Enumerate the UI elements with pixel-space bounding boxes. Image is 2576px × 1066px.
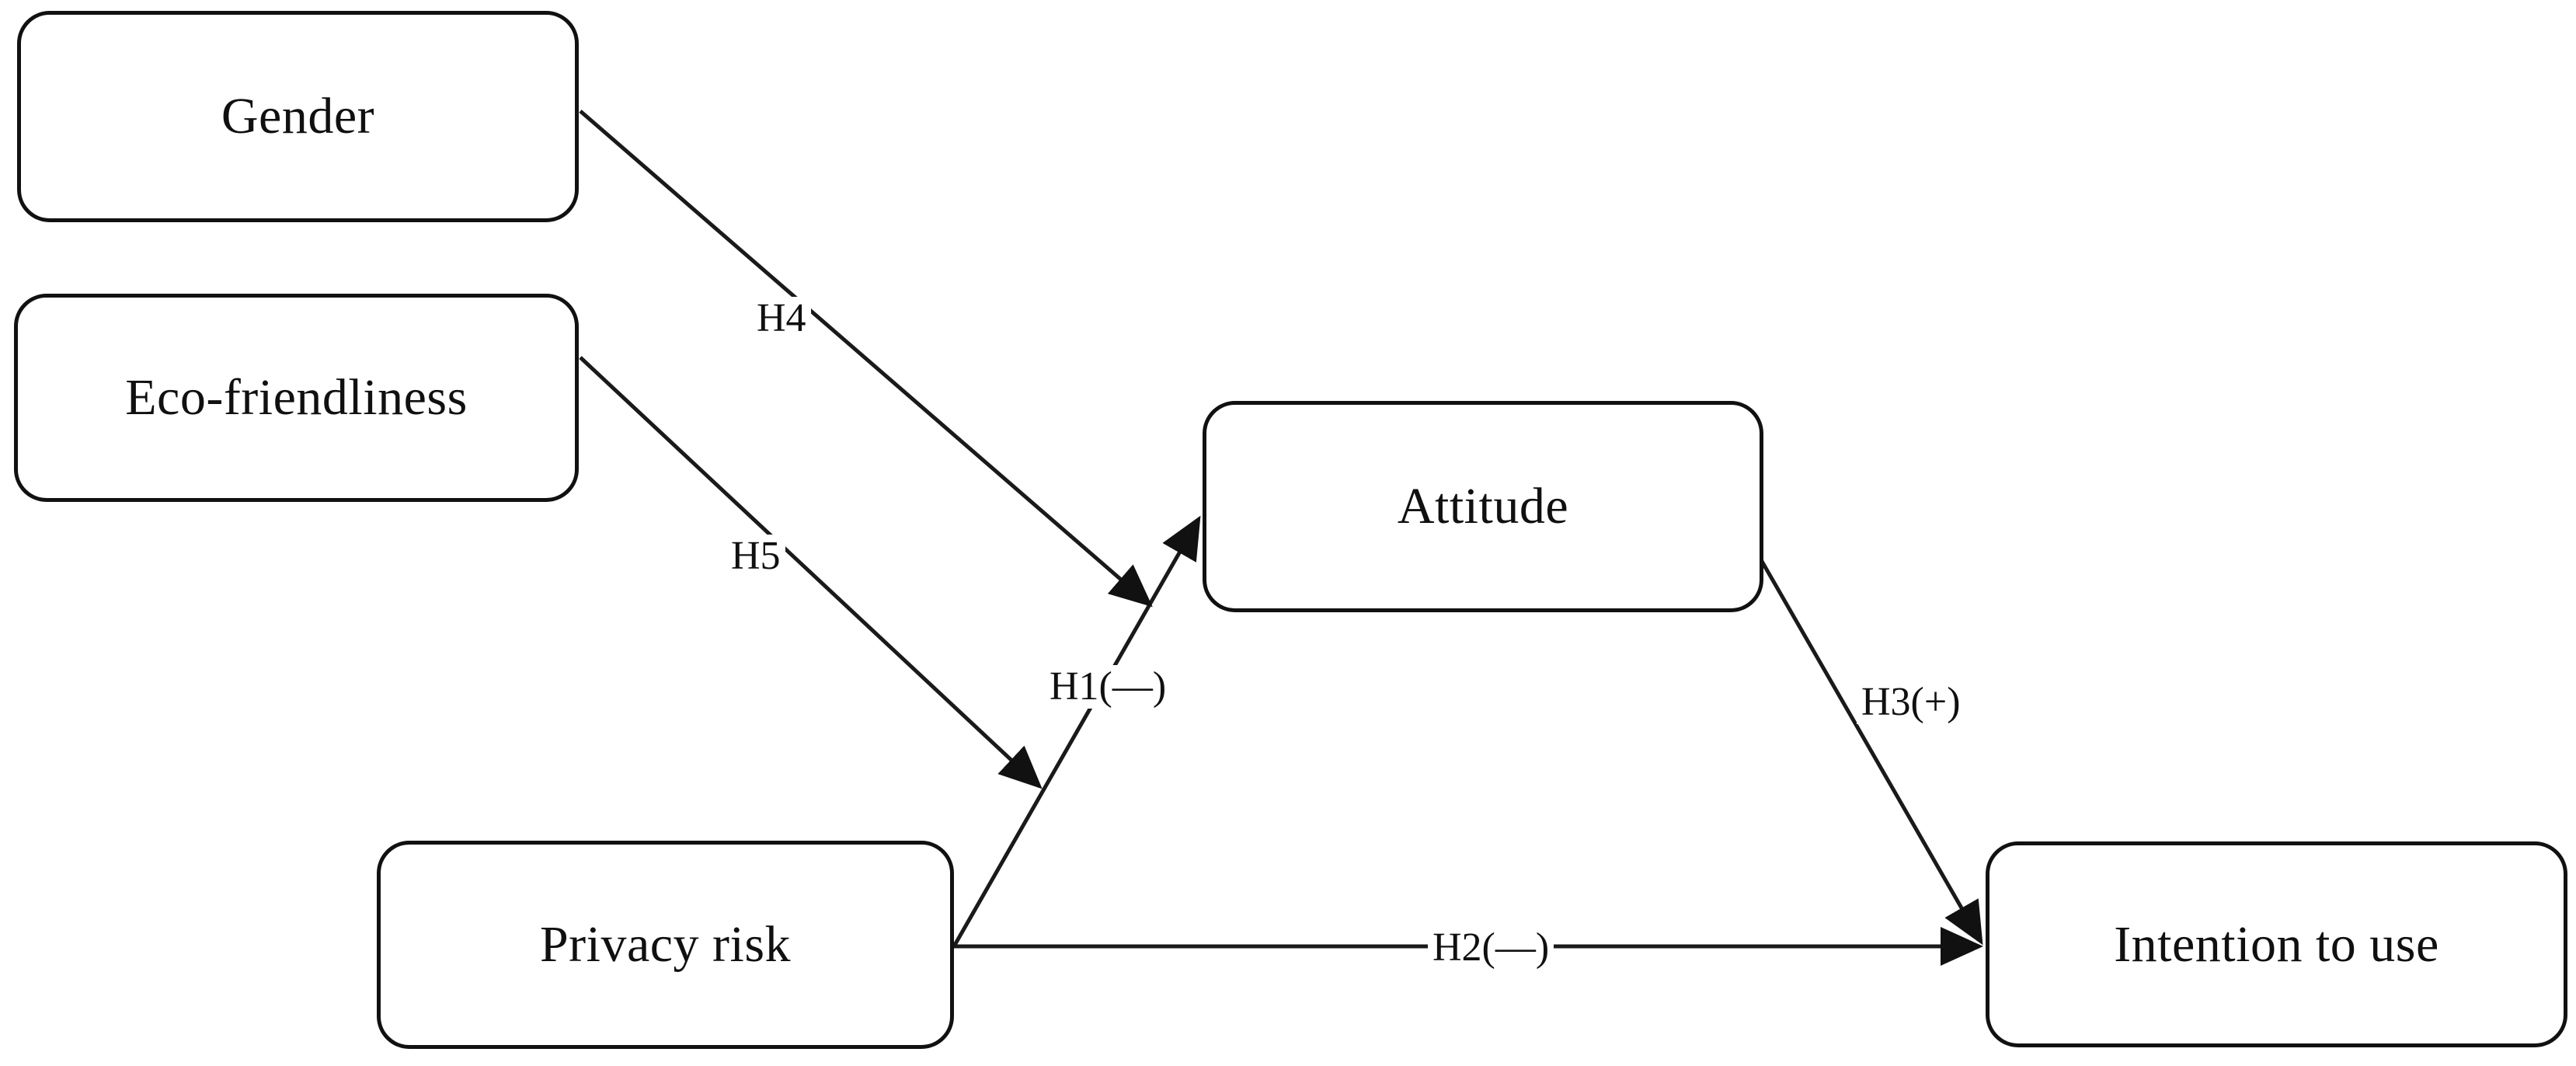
node-gender-label: Gender <box>221 88 375 145</box>
edge-label-h1: H1(—) <box>1045 665 1171 709</box>
node-privacy-risk[interactable]: Privacy risk <box>377 841 954 1049</box>
edge-line-h3 <box>1755 552 1983 946</box>
node-intention-to-use-label: Intention to use <box>2114 915 2439 973</box>
edge-label-h4: H4 <box>752 297 811 340</box>
edge-line-h4 <box>579 110 1153 608</box>
edge-label-h5: H5 <box>726 535 785 578</box>
edge-label-h3: H3(+) <box>1857 681 1965 724</box>
node-eco-friendliness[interactable]: Eco-friendliness <box>14 294 579 502</box>
node-gender[interactable]: Gender <box>17 11 579 222</box>
node-intention-to-use[interactable]: Intention to use <box>1986 841 2567 1047</box>
edge-line-h1 <box>952 515 1201 948</box>
node-privacy-risk-label: Privacy risk <box>539 916 792 973</box>
node-eco-friendliness-label: Eco-friendliness <box>125 369 468 426</box>
edge-line-h5 <box>579 356 1043 789</box>
node-attitude-label: Attitude <box>1397 478 1569 535</box>
edge-label-h2: H2(—) <box>1428 926 1554 970</box>
node-attitude[interactable]: Attitude <box>1203 401 1763 612</box>
